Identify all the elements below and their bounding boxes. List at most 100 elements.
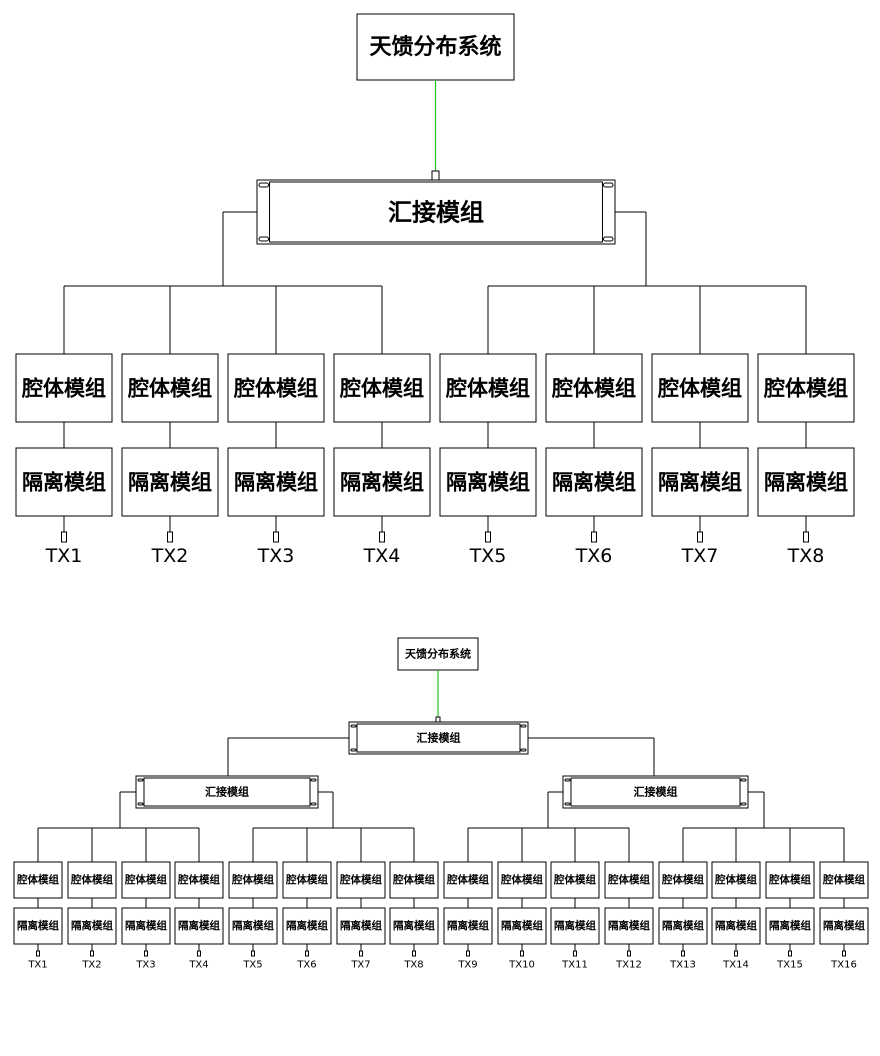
isolator-module-label-small: 隔离模组 bbox=[554, 919, 596, 932]
cavity-module-box-small bbox=[336, 861, 386, 899]
cavity-module-box-small bbox=[174, 861, 224, 899]
output-connector-small bbox=[36, 950, 40, 957]
cavity-module-box bbox=[227, 353, 325, 423]
cavity-module-label: 腔体模组 bbox=[339, 376, 424, 401]
output-connector-small bbox=[734, 950, 738, 957]
sub-combiner-left-label: 汇接模组 bbox=[205, 785, 249, 799]
output-label: TX1 bbox=[45, 545, 83, 567]
cavity-module-label-small: 腔体模组 bbox=[607, 873, 650, 886]
cavity-module-box-small bbox=[121, 861, 171, 899]
output-connector-small bbox=[305, 950, 309, 957]
isolator-module-label: 隔离模组 bbox=[234, 470, 318, 495]
cavity-module-label: 腔体模组 bbox=[233, 376, 318, 401]
cavity-module-label-small: 腔体模组 bbox=[714, 873, 757, 886]
isolator-module-box-small bbox=[550, 907, 600, 945]
cavity-module-label: 腔体模组 bbox=[551, 376, 636, 401]
cavity-module-label-small: 腔体模组 bbox=[822, 873, 865, 886]
cavity-module-box bbox=[15, 353, 113, 423]
output-label-small: TX15 bbox=[776, 960, 803, 971]
output-label-small: TX4 bbox=[188, 960, 208, 971]
antenna-system-box-small bbox=[397, 637, 479, 671]
cavity-module-label: 腔体模组 bbox=[445, 376, 530, 401]
main-combiner-module-mount-slot bbox=[520, 724, 527, 728]
cavity-module-label-small: 腔体模组 bbox=[392, 873, 435, 886]
output-label: TX4 bbox=[363, 545, 401, 567]
cavity-module-box-small bbox=[282, 861, 332, 899]
combiner-module-label: 汇接模组 bbox=[388, 198, 484, 227]
cavity-module-label: 腔体模组 bbox=[657, 376, 742, 401]
cavity-module-label: 腔体模组 bbox=[127, 376, 212, 401]
antenna-system-box bbox=[356, 13, 515, 81]
sub-combiner-left-panel bbox=[143, 777, 311, 807]
isolator-module-box-small bbox=[336, 907, 386, 945]
isolator-module-label: 隔离模组 bbox=[340, 470, 424, 495]
isolator-module-box bbox=[333, 447, 431, 517]
isolator-module-label-small: 隔离模组 bbox=[715, 919, 757, 932]
isolator-module-box bbox=[757, 447, 855, 517]
output-connector-small bbox=[681, 950, 685, 957]
cavity-module-box-small bbox=[443, 861, 493, 899]
cavity-module-box bbox=[121, 353, 219, 423]
output-connector bbox=[273, 531, 279, 543]
main-combiner-module-panel bbox=[356, 723, 521, 753]
output-label-small: TX12 bbox=[615, 960, 642, 971]
isolator-module-label-small: 隔离模组 bbox=[232, 919, 274, 932]
output-label-small: TX8 bbox=[403, 960, 423, 971]
main-combiner-module-mount-slot bbox=[520, 748, 527, 752]
main-combiner-module-mount-slot bbox=[350, 724, 357, 728]
cavity-module-box-small bbox=[819, 861, 869, 899]
output-label-small: TX7 bbox=[350, 960, 370, 971]
output-connector bbox=[167, 531, 173, 543]
main-combiner-module-mount-slot bbox=[350, 748, 357, 752]
isolator-module-box-small bbox=[765, 907, 815, 945]
output-label-small: TX16 bbox=[830, 960, 857, 971]
isolator-module-box bbox=[121, 447, 219, 517]
isolator-module-label-small: 隔离模组 bbox=[823, 919, 865, 932]
combiner-module-mount-slot bbox=[602, 236, 614, 242]
sub-combiner-left-mount-slot bbox=[137, 802, 144, 806]
isolator-module-box-small bbox=[497, 907, 547, 945]
cavity-module-box bbox=[651, 353, 749, 423]
output-connector bbox=[61, 531, 67, 543]
isolator-module-box-small bbox=[228, 907, 278, 945]
cavity-module-label-small: 腔体模组 bbox=[661, 873, 704, 886]
cavity-module-label-small: 腔体模组 bbox=[231, 873, 274, 886]
isolator-module-label: 隔离模组 bbox=[552, 470, 636, 495]
output-connector-small bbox=[90, 950, 94, 957]
output-connector-small bbox=[359, 950, 363, 957]
output-connector bbox=[803, 531, 809, 543]
output-label: TX6 bbox=[575, 545, 613, 567]
cavity-module-label-small: 腔体模组 bbox=[70, 873, 113, 886]
output-connector-small bbox=[573, 950, 577, 957]
output-connector-small bbox=[520, 950, 524, 957]
cavity-module-label-small: 腔体模组 bbox=[124, 873, 167, 886]
cavity-module-box bbox=[757, 353, 855, 423]
sub-combiner-left-mount-slot bbox=[310, 802, 317, 806]
cavity-module-box bbox=[439, 353, 537, 423]
output-label: TX3 bbox=[257, 545, 295, 567]
cavity-module-label-small: 腔体模组 bbox=[177, 873, 220, 886]
cavity-module-box-small bbox=[550, 861, 600, 899]
cavity-module-label-small: 腔体模组 bbox=[285, 873, 328, 886]
isolator-module-label-small: 隔离模组 bbox=[125, 919, 167, 932]
isolator-module-label-small: 隔离模组 bbox=[769, 919, 811, 932]
isolator-module-label-small: 隔离模组 bbox=[662, 919, 704, 932]
main-combiner-module-label: 汇接模组 bbox=[417, 731, 461, 745]
isolator-module-label-small: 隔离模组 bbox=[178, 919, 220, 932]
isolator-module-box-small bbox=[67, 907, 117, 945]
output-label-small: TX13 bbox=[669, 960, 696, 971]
cavity-module-label-small: 腔体模组 bbox=[339, 873, 382, 886]
output-connector-small bbox=[466, 950, 470, 957]
isolator-module-label-small: 隔离模组 bbox=[501, 919, 543, 932]
output-label: TX2 bbox=[151, 545, 189, 567]
output-connector-small bbox=[251, 950, 255, 957]
cavity-module-label-small: 腔体模组 bbox=[16, 873, 59, 886]
cavity-module-box-small bbox=[604, 861, 654, 899]
isolator-module-box-small bbox=[819, 907, 869, 945]
isolator-module-label: 隔离模组 bbox=[22, 470, 106, 495]
sub-combiner-right-mount-slot bbox=[740, 778, 747, 782]
antenna-system-label: 天馈分布系统 bbox=[369, 34, 501, 60]
sub-combiner-right-panel bbox=[570, 777, 741, 807]
output-connector bbox=[697, 531, 703, 543]
isolator-module-label-small: 隔离模组 bbox=[393, 919, 435, 932]
